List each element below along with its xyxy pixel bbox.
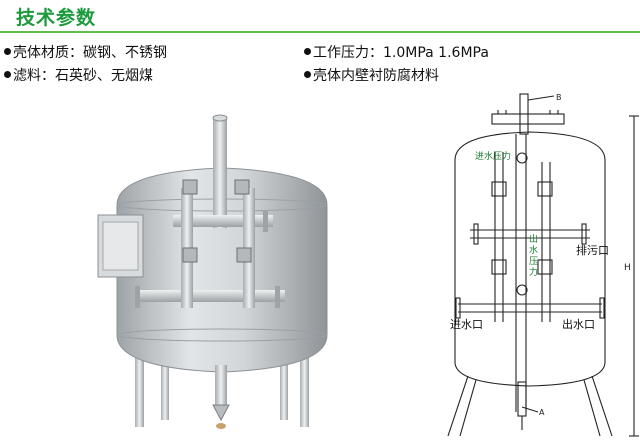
spec-item-filter-media: 滤料：石英砂、无烟煤 bbox=[4, 65, 153, 85]
bullet-icon bbox=[4, 71, 11, 78]
svg-text:出: 出 bbox=[529, 233, 538, 245]
dimension-label-a: A bbox=[539, 408, 545, 417]
bullet-icon bbox=[4, 48, 11, 55]
dimension-label-b: B bbox=[556, 93, 562, 102]
svg-text:压: 压 bbox=[529, 256, 538, 267]
dimension-label-h: H bbox=[624, 263, 631, 273]
bullet-icon bbox=[304, 48, 311, 55]
inlet-port-label: 进水口 bbox=[450, 318, 483, 331]
svg-text:水: 水 bbox=[529, 244, 538, 256]
outlet-pressure-label: 出 水 压 力 bbox=[529, 233, 538, 278]
svg-text:力: 力 bbox=[529, 266, 538, 278]
spec-item-working-pressure: 工作压力：1.0MPa 1.6MPa bbox=[304, 42, 489, 62]
drain-port-label: 排污口 bbox=[576, 243, 609, 257]
section-header: 技术参数 bbox=[0, 0, 640, 36]
header-divider bbox=[0, 31, 640, 33]
section-title: 技术参数 bbox=[16, 7, 97, 29]
tank-schematic-diagram: B A H 进水压力 出 水 压 力 排污口 进水口 出水口 bbox=[447, 93, 639, 437]
filter-tank-photo bbox=[97, 114, 328, 429]
inlet-pressure-label: 进水压力 bbox=[475, 150, 511, 162]
bullet-icon bbox=[304, 71, 311, 78]
spec-item-lining: 壳体内壁衬防腐材料 bbox=[304, 65, 439, 85]
outlet-port-label: 出水口 bbox=[562, 317, 595, 331]
spec-item-shell-material: 壳体材质：碳钢、不锈钢 bbox=[4, 42, 167, 62]
